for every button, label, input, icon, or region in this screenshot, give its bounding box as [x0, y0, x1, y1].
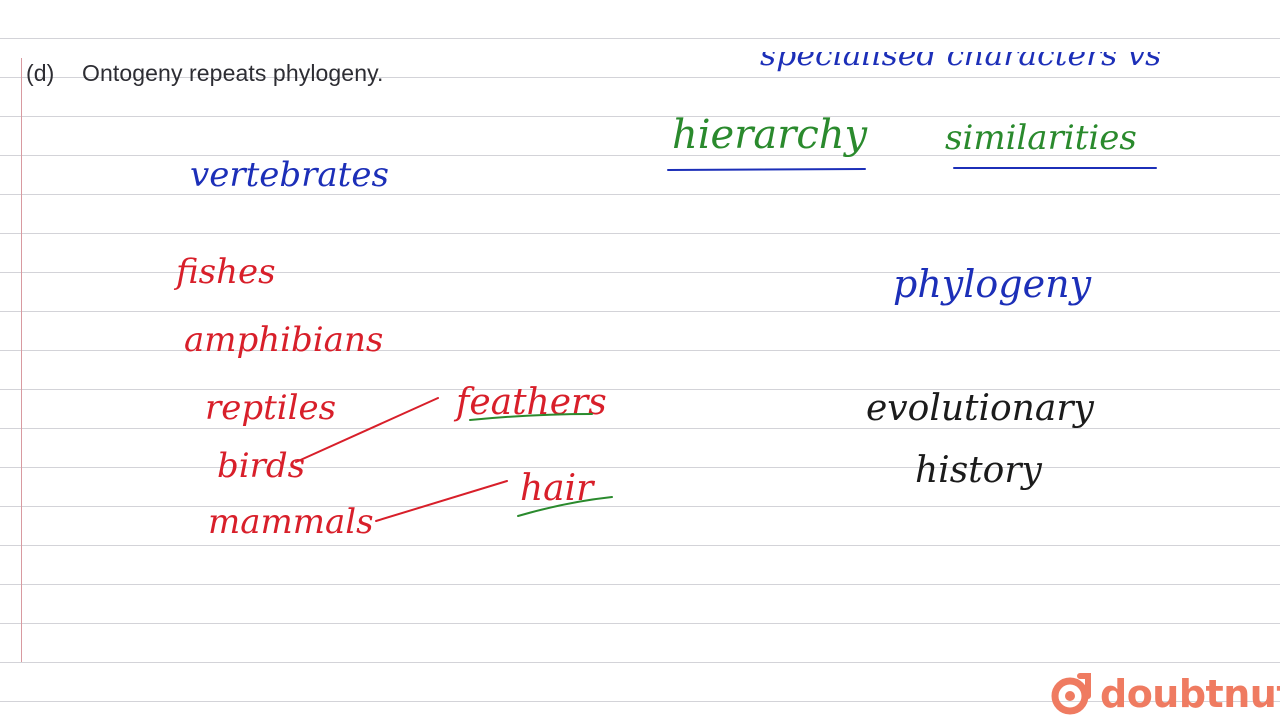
question-option: (d) Ontogeny repeats phylogeny. — [26, 60, 383, 87]
doubtnut-logo-icon — [1050, 672, 1094, 716]
doubtnut-wordmark: doubtnut — [1100, 672, 1280, 716]
note-evolutionary: evolutionary — [866, 388, 1094, 429]
note-amphibians: amphibians — [184, 320, 384, 360]
note-phylogeny: phylogeny — [893, 262, 1092, 306]
note-similarities: similarities — [945, 118, 1137, 158]
note-top-right-partial: specialised characters vs — [760, 38, 1162, 73]
note-birds: birds — [217, 446, 306, 486]
note-feathers: feathers — [456, 382, 607, 423]
option-label: (d) — [26, 60, 55, 86]
note-mammals: mammals — [208, 502, 374, 542]
note-reptiles: reptiles — [205, 388, 337, 428]
note-hierarchy: hierarchy — [672, 112, 868, 158]
note-history: history — [915, 450, 1042, 491]
option-text: Ontogeny repeats phylogeny. — [82, 60, 384, 86]
note-hair: hair — [520, 468, 594, 509]
margin-line — [21, 58, 22, 662]
note-vertebrates: vertebrates — [190, 155, 389, 195]
note-fishes: fishes — [176, 252, 276, 292]
doubtnut-logo: doubtnut — [1050, 668, 1280, 720]
